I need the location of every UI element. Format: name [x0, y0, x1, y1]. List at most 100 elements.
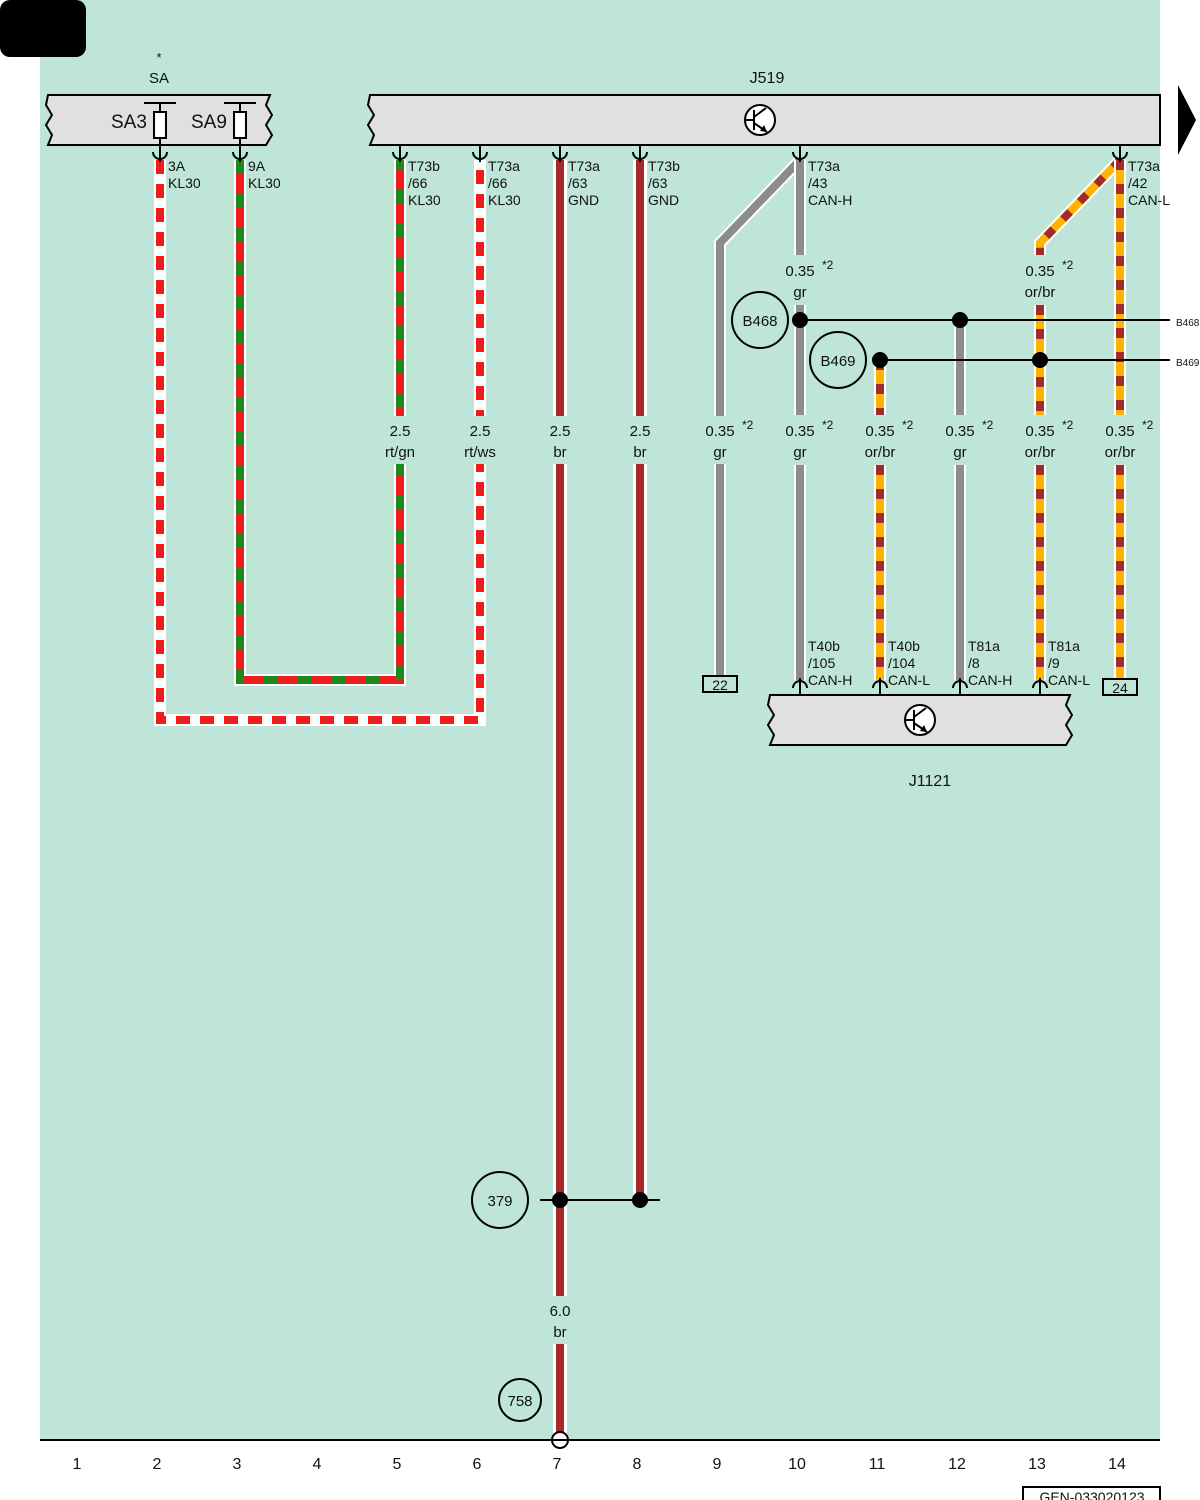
continue-arrow-icon[interactable] [1178, 85, 1196, 155]
module-j519[interactable]: J519 [366, 70, 1161, 146]
pin-p14-l1: T73a [1128, 158, 1160, 174]
pin-b10-l1: T40b [808, 638, 840, 654]
pin-p10-l1: T73a [808, 158, 840, 174]
splice-dot [792, 312, 808, 328]
splice-758[interactable]: 758 [498, 1378, 542, 1422]
column-number: 1 [73, 1456, 82, 1473]
module-j1121-name: J1121 [909, 773, 952, 790]
pin-p5-l1: T73b [408, 158, 440, 174]
bottom-connectors [792, 678, 1048, 695]
wire-c6-color: rt/ws [464, 444, 496, 461]
pin-p14-l2: /42 [1128, 175, 1148, 191]
wire-c9-note: *2 [742, 418, 754, 432]
wire-top10-size: 0.35 [785, 263, 814, 280]
splice-b468[interactable]: B468 [731, 291, 789, 349]
pin-p8-l2: /63 [648, 175, 668, 191]
pin-p5-l3: KL30 [408, 192, 441, 208]
splice-dot [1032, 352, 1048, 368]
wire-gr-col9 [714, 155, 805, 675]
pin-p2-l1: 3A [168, 158, 186, 174]
pin-b13-l2: /9 [1048, 655, 1060, 671]
column-number: 8 [633, 1456, 642, 1473]
wire-c5-size: 2.5 [390, 423, 411, 440]
wire-c12-color: gr [953, 444, 966, 461]
splice-dot [872, 352, 888, 368]
pin-p10-l2: /43 [808, 175, 828, 191]
column-number: 6 [473, 1456, 482, 1473]
wire-c9-size: 0.35 [705, 423, 734, 440]
fuse-icon [153, 111, 167, 139]
pin-p2-l2: KL30 [168, 175, 201, 191]
column-number: 3 [233, 1456, 242, 1473]
column-number: 9 [713, 1456, 722, 1473]
column-number: 4 [313, 1456, 322, 1473]
wire-c11-color: or/br [865, 444, 896, 461]
wire-c12-size: 0.35 [945, 423, 974, 440]
bus-b469-ref: B469 [1176, 358, 1200, 369]
wire-c7-size: 2.5 [550, 423, 571, 440]
svg-text:B469: B469 [820, 353, 855, 370]
page-tab [0, 0, 86, 57]
pin-p3-l2: KL30 [248, 175, 281, 191]
pin-b10-l3: CAN-H [808, 672, 852, 688]
wire-top13-color: or/br [1025, 284, 1056, 301]
wire-c7-color: br [553, 444, 566, 461]
wire-c9-color: gr [713, 444, 726, 461]
svg-text:758: 758 [507, 1393, 532, 1410]
figure-id-text: GEN-033020123 [1039, 1489, 1144, 1500]
pin-p6-l3: KL30 [488, 192, 521, 208]
pin-b13-l1: T81a [1048, 638, 1080, 654]
pin-p7-l1: T73a [568, 158, 600, 174]
column-number: 11 [869, 1456, 886, 1473]
pin-p7-l3: GND [568, 192, 599, 208]
pin-b12-l3: CAN-H [968, 672, 1012, 688]
pin-p6-l1: T73a [488, 158, 520, 174]
wire-top13-size: 0.35 [1025, 263, 1054, 280]
pin-p8-l3: GND [648, 192, 679, 208]
wire-c12-note: *2 [982, 418, 994, 432]
svg-text:22: 22 [712, 677, 728, 693]
wire-labels: 2.5 rt/gn 2.5 rt/ws 2.5 br 2.5 br 0.35 g… [385, 263, 1135, 1341]
wire-c8-color: br [633, 444, 646, 461]
wire-top10-color: gr [793, 284, 806, 301]
pin-b10-l2: /105 [808, 655, 835, 671]
svg-text:379: 379 [487, 1193, 512, 1210]
top-connectors [152, 145, 1128, 162]
pin-p6-l2: /66 [488, 175, 508, 191]
pin-p3-l1: 9A [248, 158, 266, 174]
wire-gnd-size: 6.0 [550, 1303, 571, 1320]
svg-text:B468: B468 [742, 313, 777, 330]
splice-b469[interactable]: B469 [809, 331, 867, 389]
transistor-icon [744, 104, 776, 136]
splice-dot [632, 1192, 648, 1208]
wire-c11-note: *2 [902, 418, 914, 432]
wire-c13-size: 0.35 [1025, 423, 1054, 440]
splice-379[interactable]: 379 [471, 1171, 529, 1229]
pin-b12-l2: /8 [968, 655, 980, 671]
module-j1121[interactable]: J1121 [766, 694, 1074, 790]
fuse-box-asterisk: * [156, 50, 161, 65]
pin-p10-l3: CAN-H [808, 192, 852, 208]
pin-b11-l2: /104 [888, 655, 915, 671]
wire-top10-note: *2 [822, 258, 834, 272]
ref-24[interactable]: 24 [1102, 678, 1138, 696]
ref-22[interactable]: 22 [702, 675, 738, 693]
pin-b13-l3: CAN-L [1048, 672, 1090, 688]
wire-gnd-color: br [553, 1324, 566, 1341]
pin-labels-bottom: T40b /105 CAN-H T40b /104 CAN-L T81a /8 … [808, 638, 1090, 688]
splice-dot [952, 312, 968, 328]
fuse-box-sa[interactable]: * SA SA3 SA9 [44, 50, 274, 154]
wire-top13-note: *2 [1062, 258, 1074, 272]
column-numbers: 1 2 3 4 5 6 7 8 9 10 11 12 13 14 [73, 1456, 1126, 1473]
wire-c6-size: 2.5 [470, 423, 491, 440]
column-number: 14 [1108, 1456, 1126, 1473]
fuse-sa9-label: SA9 [191, 112, 227, 133]
column-number: 13 [1028, 1456, 1046, 1473]
wire-c10-size: 0.35 [785, 423, 814, 440]
splice-dot [552, 1192, 568, 1208]
wire-c11-size: 0.35 [865, 423, 894, 440]
wire-c14-color: or/br [1105, 444, 1136, 461]
fuse-sa3-label: SA3 [111, 112, 147, 133]
wire-c8-size: 2.5 [630, 423, 651, 440]
